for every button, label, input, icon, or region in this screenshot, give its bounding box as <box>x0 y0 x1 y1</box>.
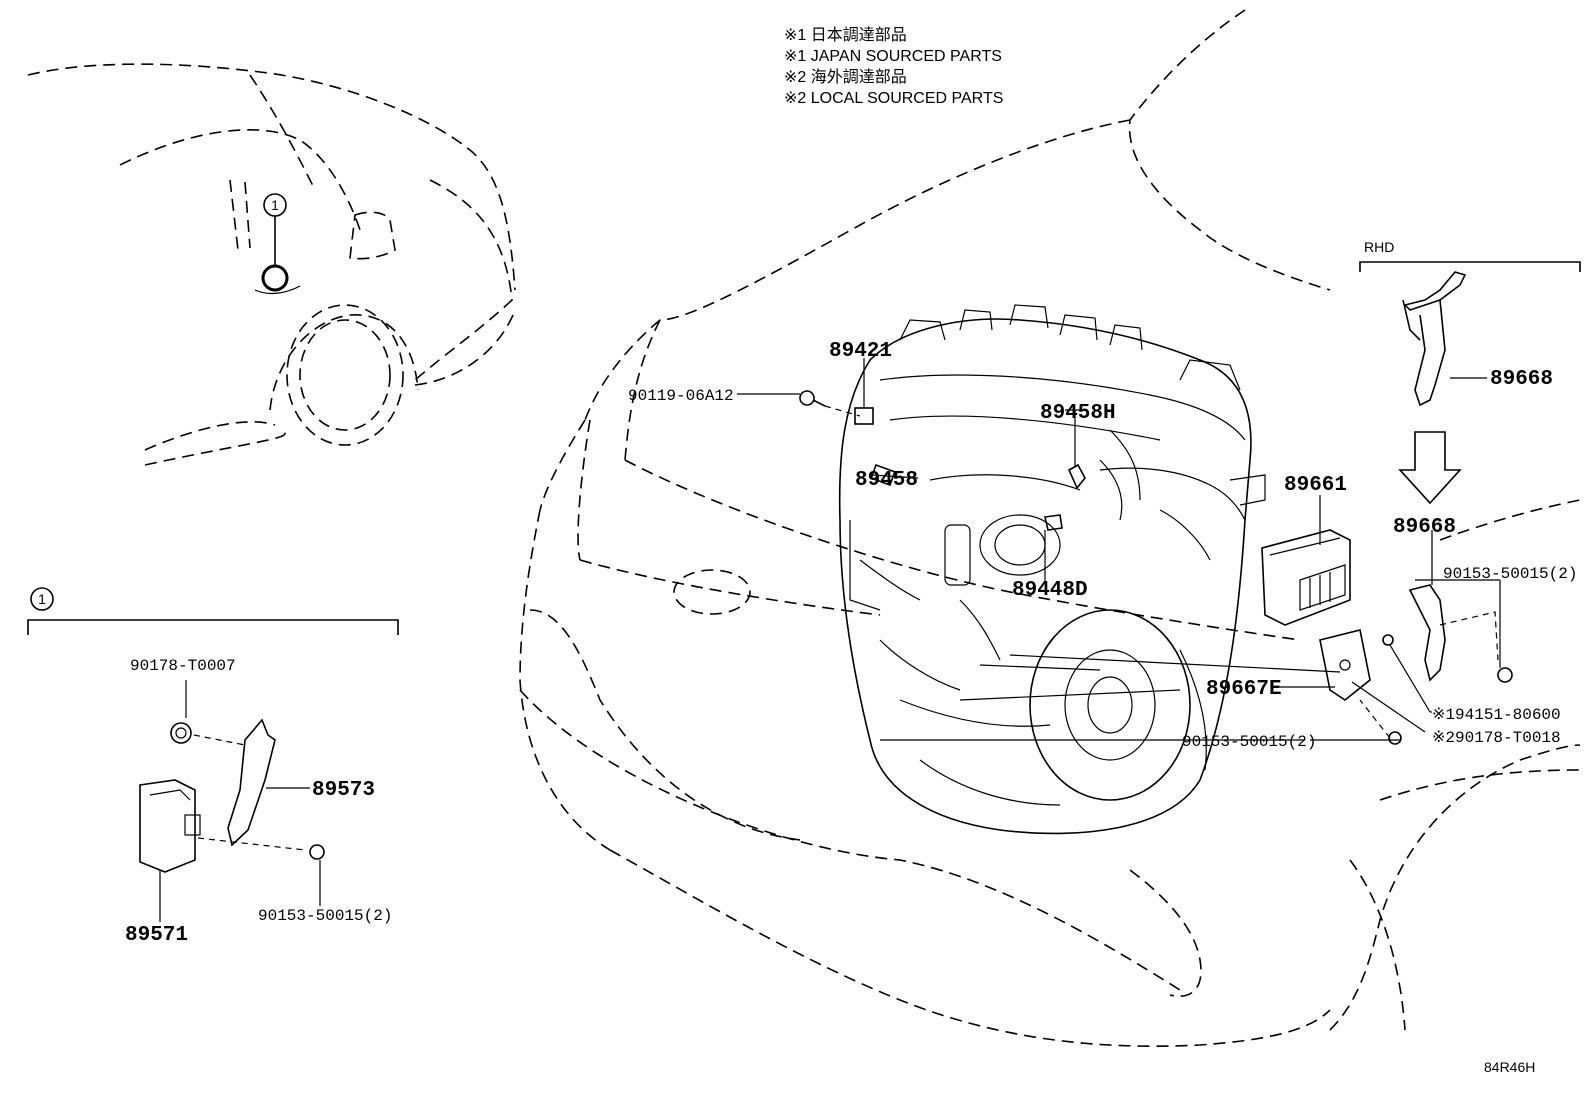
bracket-89667e <box>1319 629 1402 745</box>
note-line-2: ※1 JAPAN SOURCED PARTS <box>784 48 1002 65</box>
part-90178-t0007: 90178-T0007 <box>130 657 236 675</box>
part-90153-50015-right: 90153-50015(2) <box>1443 565 1577 583</box>
part-89668-top: 89668 <box>1490 368 1553 391</box>
part-89668-lower: 89668 <box>1393 516 1456 539</box>
note-line-1: ※1 日本調達部品 <box>784 26 907 44</box>
part-290178-t0018: ※290178-T0018 <box>1432 729 1561 747</box>
down-arrow <box>1398 431 1462 505</box>
part-89573: 89573 <box>312 779 375 802</box>
rhd-label: RHD <box>1364 239 1394 255</box>
rear-car-inset <box>27 63 516 466</box>
inset-callout-number: 1 <box>271 197 279 213</box>
part-89421: 89421 <box>829 340 892 363</box>
part-90153-50015-left: 90153-50015(2) <box>258 907 392 925</box>
notes-block: ※1 日本調達部品 ※1 JAPAN SOURCED PARTS ※2 海外調達… <box>784 26 1003 107</box>
part-89667e: 89667E <box>1206 678 1282 701</box>
part-89458: 89458 <box>855 469 918 492</box>
part-194151-80600: ※194151-80600 <box>1432 706 1561 724</box>
part-89571: 89571 <box>125 924 188 947</box>
part-89661: 89661 <box>1284 474 1347 497</box>
note-line-3: ※2 海外調達部品 <box>784 68 907 86</box>
leader-lines <box>737 358 1501 741</box>
rhd-bracket-top <box>1359 261 1581 407</box>
note-line-4: ※2 LOCAL SOURCED PARTS <box>784 90 1003 107</box>
part-90119-06a12: 90119-06A12 <box>628 387 734 405</box>
front-car-outline <box>519 9 1581 1047</box>
diagram-code: 84R46H <box>1484 1059 1535 1075</box>
ecu-89661 <box>1261 529 1351 626</box>
part-89458h: 89458H <box>1040 402 1116 425</box>
engine-assembly <box>838 304 1266 835</box>
inset-header-number: 1 <box>38 591 46 607</box>
bracket-89668-lower <box>1408 584 1513 683</box>
part-90153-50015-mid: 90153-50015(2) <box>1182 733 1316 751</box>
part-89448d: 89448D <box>1012 579 1088 602</box>
component-inset <box>27 587 399 922</box>
